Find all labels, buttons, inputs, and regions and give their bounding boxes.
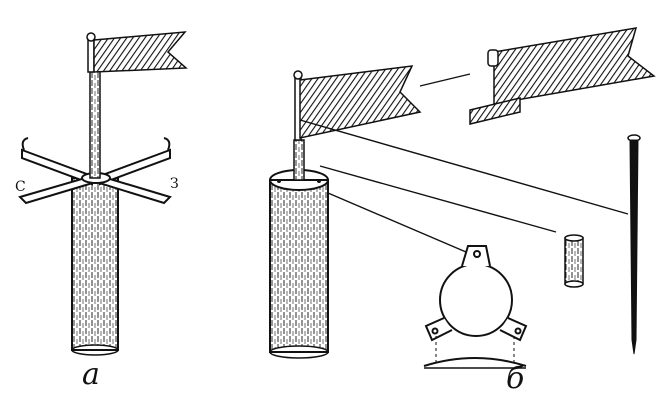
direction-letter-east: З bbox=[170, 176, 179, 192]
direction-letter-north: С bbox=[15, 179, 26, 195]
post-b bbox=[269, 169, 329, 359]
leader-lines bbox=[299, 73, 629, 253]
tube-detail bbox=[564, 234, 584, 288]
panel-a-vane: С З bbox=[15, 31, 188, 356]
post-a bbox=[71, 177, 119, 356]
panel-label-a: а bbox=[82, 357, 100, 392]
nail-detail bbox=[627, 134, 641, 355]
flag-a bbox=[93, 31, 188, 73]
flag-b bbox=[299, 65, 422, 139]
rod-a bbox=[86, 32, 101, 179]
panel-label-b: б bbox=[506, 361, 525, 396]
washer-bracket bbox=[423, 245, 528, 369]
panel-b-vane bbox=[269, 27, 656, 369]
flag-detail bbox=[469, 27, 656, 125]
